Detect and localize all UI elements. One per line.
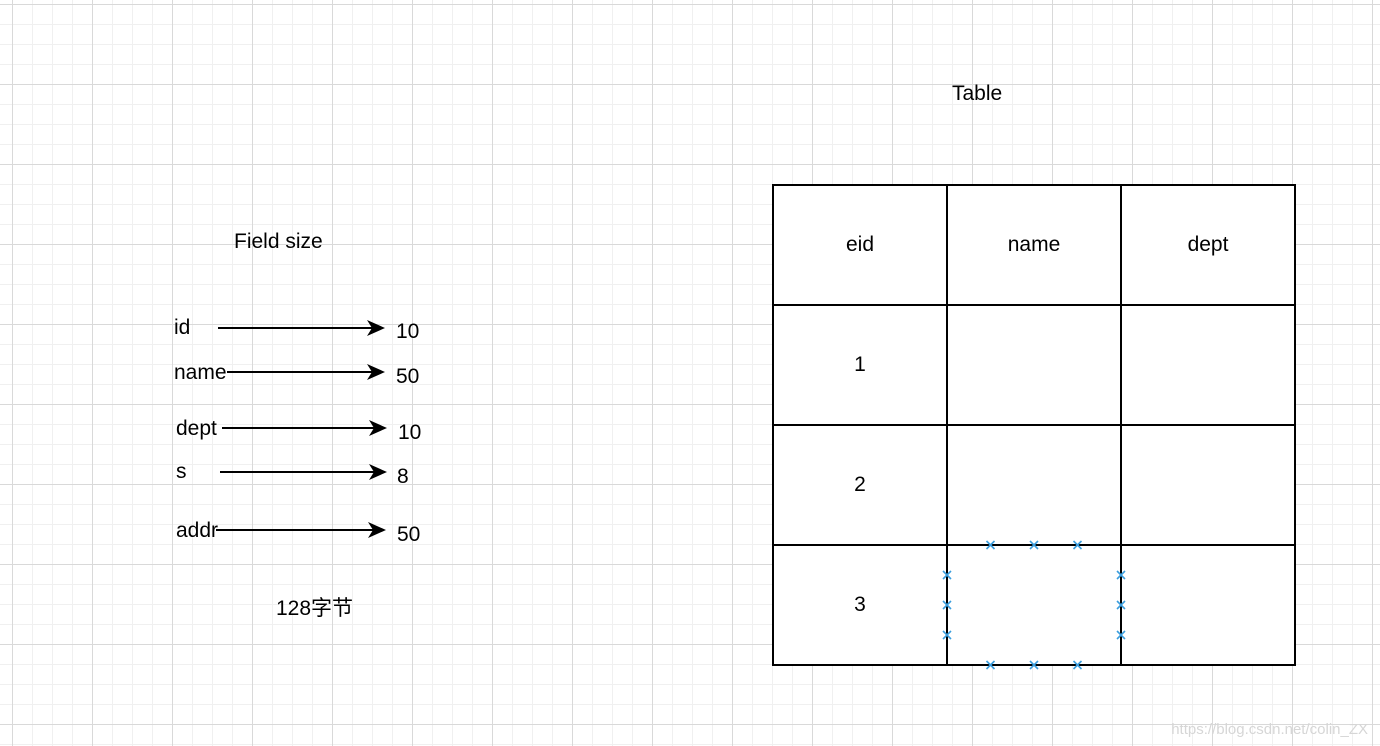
table-cell-r1-eid[interactable]: 1 [854,353,866,376]
table-cell-r3-name[interactable] [947,545,1121,665]
table-title: Table [952,82,1003,105]
arrow-head-s [369,464,387,480]
field-name-id: id [174,316,191,339]
selection-handle-stroke-b [1072,660,1083,670]
field-size-s: 8 [397,465,409,488]
table-header-name[interactable]: name [1007,233,1061,256]
table-header-eid[interactable]: eid [845,233,875,256]
field-size-addr: 50 [397,523,421,546]
field-arrows [216,320,387,538]
selection-handle-stroke-b [942,630,952,640]
field-size-name: 50 [396,365,420,388]
arrow-head-name [367,364,385,380]
table-cell-r3-eid[interactable]: 3 [854,593,866,616]
selection-handle-6 [1029,660,1039,670]
selection-handle-stroke-b [1116,570,1126,580]
table-cell-r1-name[interactable] [947,305,1121,425]
table-cell-r3-dept[interactable] [1121,545,1295,665]
selection-handle-11 [942,630,952,640]
selection-handle-stroke-b [985,660,996,670]
selection-handle-1 [985,540,996,550]
field-name-addr: addr [176,519,219,542]
watermark: https://blog.csdn.net/colin_ZX [1171,721,1368,738]
selection-handle-8 [1116,600,1126,610]
selection-handle-stroke-b [985,540,996,550]
field-name-name: name [174,361,227,384]
selection-handle-stroke-b [1029,540,1039,550]
table-cell-r2-eid[interactable]: 2 [854,473,866,496]
field-name-dept: dept [176,417,217,440]
field-total-size: 128字节 [276,597,354,620]
selection-handle-stroke-b [1116,600,1126,610]
field-size-dept: 10 [398,421,422,444]
selection-handle-3 [942,570,952,580]
selection-handle-stroke-b [1072,540,1083,550]
selection-handle-7 [942,600,952,610]
selection-handle-10 [1072,660,1083,670]
table-cell-r2-name[interactable] [947,425,1121,545]
selection-handle-12 [1116,630,1126,640]
selection-handles [942,540,1126,670]
arrow-head-dept [369,420,387,436]
arrow-head-id [367,320,385,336]
field-size-id: 10 [396,320,420,343]
table-cell-r2-dept[interactable] [1121,425,1295,545]
table-grid [772,184,1296,666]
selection-handle-9 [1072,540,1083,550]
selection-handle-2 [985,660,996,670]
table-cell-r1-dept[interactable] [1121,305,1295,425]
selection-handle-stroke-b [1116,630,1126,640]
arrow-head-addr [368,522,386,538]
selection-handle-4 [1116,570,1126,580]
selection-handle-stroke-b [1029,660,1039,670]
selection-handle-stroke-b [942,570,952,580]
selection-handle-stroke-b [942,600,952,610]
table-header-dept[interactable]: dept [1187,233,1229,256]
field-name-s: s [176,460,187,483]
selection-handle-5 [1029,540,1039,550]
field-panel-title: Field size [234,230,323,253]
